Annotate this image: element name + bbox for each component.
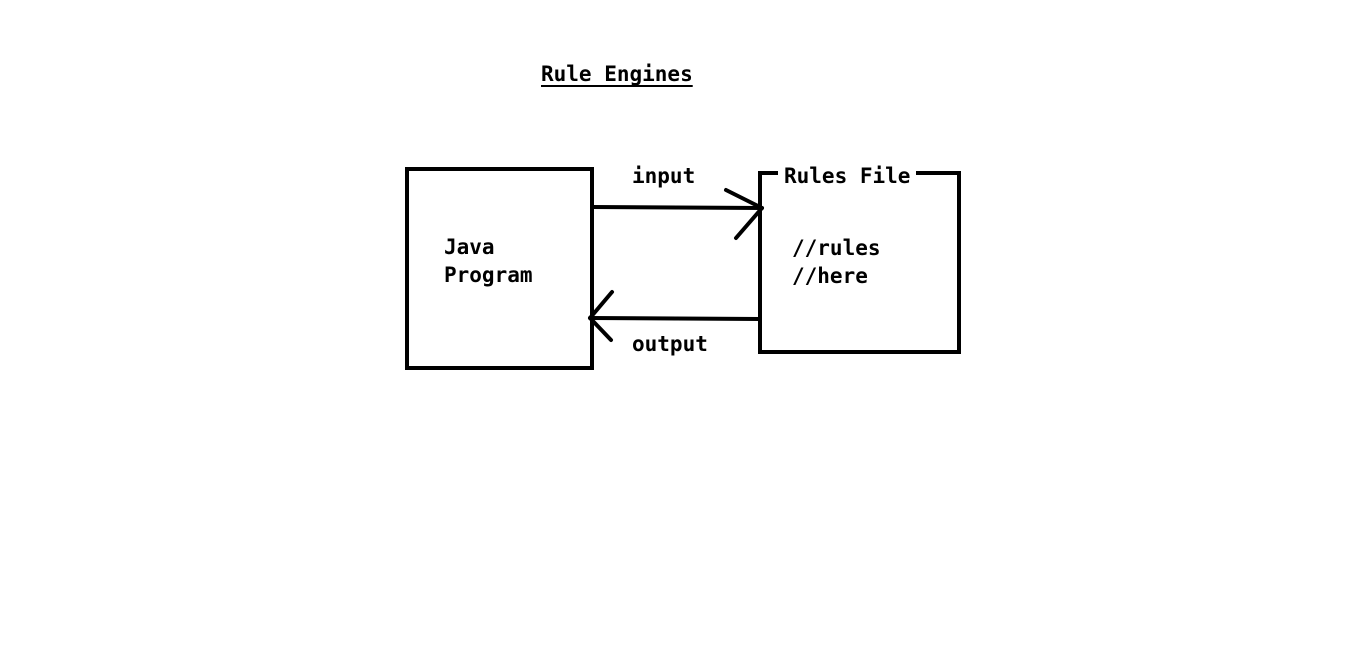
input-arrow-label: input	[632, 164, 696, 188]
output-arrow	[588, 290, 762, 342]
diagram-title: Rule Engines	[541, 62, 693, 86]
java-box-label-line2: Program	[444, 263, 533, 287]
output-arrow-shaft	[588, 316, 762, 321]
input-arrowhead	[724, 188, 764, 240]
rules-box-title: Rules File	[778, 166, 917, 187]
output-arrowhead	[588, 290, 614, 342]
java-box-label-line1: Java	[444, 235, 495, 259]
rules-box-line2: //here	[792, 264, 868, 288]
input-arrow	[590, 188, 764, 240]
input-arrow-shaft	[590, 205, 764, 210]
java-program-box	[405, 167, 594, 370]
rules-box-line1: //rules	[792, 236, 881, 260]
rules-file-box	[758, 171, 961, 354]
output-arrow-label: output	[632, 332, 708, 356]
